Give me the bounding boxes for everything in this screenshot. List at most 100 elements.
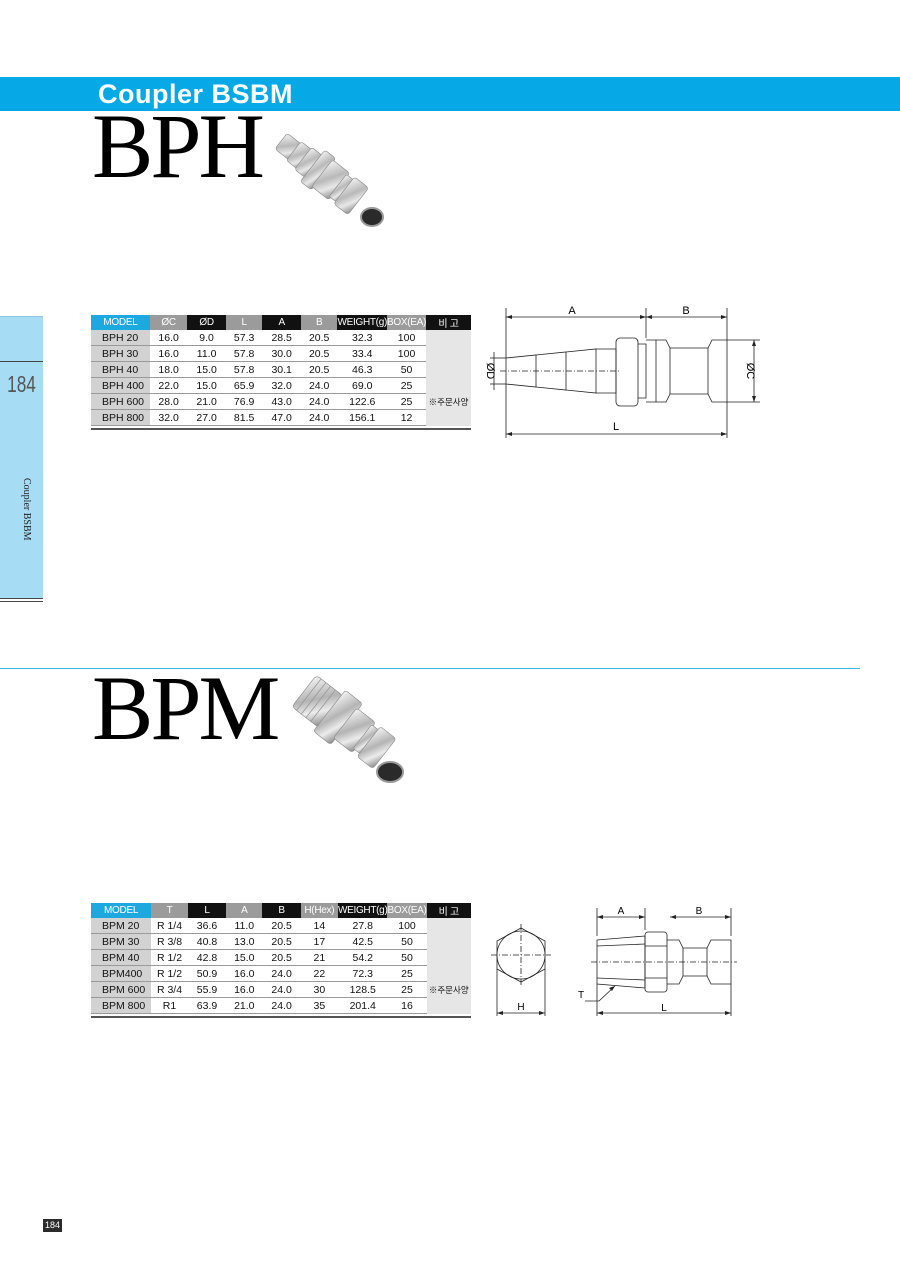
- cell: 22.0: [149, 377, 188, 394]
- col-header: B: [300, 315, 338, 330]
- cell: BPH 20: [91, 330, 150, 346]
- side-page-number: 184: [7, 371, 36, 397]
- cell: 25: [387, 377, 427, 394]
- table-row: BPM 20 R 1/4 36.6 11.0 20.5 14 27.8 100: [91, 918, 471, 966]
- side-tab-rule: [0, 601, 43, 602]
- cell: BPH 600: [91, 393, 150, 410]
- col-header: MODEL: [91, 903, 152, 918]
- drawing-label-b: B: [682, 305, 689, 317]
- cell: 24.0: [300, 393, 338, 410]
- col-header: 비 고: [426, 315, 471, 330]
- cell: 32.0: [262, 377, 301, 394]
- cell: 16: [387, 997, 427, 1014]
- remark-cell-empty: [426, 918, 471, 966]
- section-divider: [0, 668, 860, 669]
- cell: R 1/2: [151, 949, 188, 966]
- col-header: WEIGHT(g): [337, 315, 388, 330]
- drawing-label-a: A: [568, 305, 576, 317]
- col-header: 비 고: [426, 903, 471, 918]
- table-row: BPH 800 32.0 27.0 81.5 47.0 24.0 156.1 1…: [91, 409, 471, 426]
- cell: 9.0: [187, 330, 226, 346]
- cell: 25: [387, 393, 427, 410]
- drawing-label-b: B: [696, 906, 703, 917]
- cell: 54.2: [337, 949, 388, 966]
- header-banner: [0, 77, 900, 111]
- cell: 72.3: [337, 965, 388, 982]
- cell: 16.0: [226, 981, 263, 998]
- cell: R 3/8: [151, 933, 188, 950]
- cell: 32.0: [149, 409, 188, 426]
- cell: 100: [387, 330, 427, 346]
- col-header: BOX(EA): [387, 903, 427, 918]
- cell: BPM 30: [91, 933, 152, 950]
- cell: 20.5: [300, 330, 338, 346]
- cell: 69.0: [337, 377, 388, 394]
- col-header: L: [225, 315, 263, 330]
- cell: 76.9: [225, 393, 263, 410]
- cell: 15.0: [226, 949, 263, 966]
- cell: BPH 30: [91, 345, 150, 362]
- remark-cell: ※주문사양: [426, 377, 471, 426]
- cell: 20.5: [300, 361, 338, 378]
- bpm-hex-view-drawing: H: [491, 924, 551, 1016]
- cell: 24.0: [300, 409, 338, 426]
- table-row: BPM 600 R 3/4 55.9 16.0 24.0 30 128.5 25: [91, 981, 471, 998]
- table-row: BPM400 R 1/2 50.9 16.0 24.0 22 72.3 25 ※…: [91, 965, 471, 1014]
- drawing-label-h: H: [517, 1002, 524, 1013]
- col-header: ØD: [187, 315, 226, 330]
- bpm-title: BPM: [92, 657, 280, 759]
- cell: BPH 40: [91, 361, 150, 378]
- cell: R 1/2: [151, 965, 188, 982]
- cell: 13.0: [226, 933, 263, 950]
- cell: 27.8: [337, 918, 388, 934]
- cell: 25: [387, 981, 427, 998]
- cell: 63.9: [187, 997, 227, 1014]
- side-tab-rule: [0, 361, 43, 362]
- cell: 20.5: [300, 345, 338, 362]
- col-header: H(Hex): [300, 903, 338, 918]
- cell: 57.8: [225, 345, 263, 362]
- col-header: ØC: [149, 315, 188, 330]
- table-row: BPM 30 R 3/8 40.8 13.0 20.5 17 42.5 50: [91, 933, 471, 950]
- cell: 50: [387, 949, 427, 966]
- drawing-label-a: A: [618, 906, 625, 917]
- cell: 100: [387, 345, 427, 362]
- col-header: B: [262, 903, 301, 918]
- cell: 50: [387, 361, 427, 378]
- cell: 40.8: [187, 933, 227, 950]
- cell: 22: [300, 965, 338, 982]
- cell: 50.9: [187, 965, 227, 982]
- drawing-label-l: L: [613, 421, 619, 433]
- cell: 18.0: [149, 361, 188, 378]
- cell: 24.0: [262, 981, 301, 998]
- drawing-label-t: T: [578, 990, 584, 1001]
- cell: 32.3: [337, 330, 388, 346]
- cell: 20.5: [262, 933, 301, 950]
- col-header: L: [187, 903, 227, 918]
- table-bottom-rule: [91, 428, 471, 430]
- table-row: BPH 40 18.0 15.0 57.8 30.1 20.5 46.3 50: [91, 361, 471, 378]
- cell: 24.0: [262, 965, 301, 982]
- cell: 15.0: [187, 361, 226, 378]
- remark-cell: ※주문사양: [426, 965, 471, 1014]
- cell: 30: [300, 981, 338, 998]
- cell: 21: [300, 949, 338, 966]
- cell: 15.0: [187, 377, 226, 394]
- cell: BPH 800: [91, 409, 150, 426]
- cell: 36.6: [187, 918, 227, 934]
- side-tab-rule: [0, 598, 43, 599]
- drawing-label-l: L: [661, 1003, 667, 1014]
- cell: R 3/4: [151, 981, 188, 998]
- bpm-side-view-drawing: A B T L: [578, 906, 737, 1016]
- table-bottom-rule: [91, 1016, 471, 1018]
- cell: 43.0: [262, 393, 301, 410]
- cell: 21.0: [187, 393, 226, 410]
- cell: 81.5: [225, 409, 263, 426]
- table-row: BPH 30 16.0 11.0 57.8 30.0 20.5 33.4 100: [91, 345, 471, 362]
- cell: BPM400: [91, 965, 152, 982]
- table-row: BPH 400 22.0 15.0 65.9 32.0 24.0 69.0 25…: [91, 377, 471, 426]
- cell: 47.0: [262, 409, 301, 426]
- col-header: A: [226, 903, 263, 918]
- cell: 12: [387, 409, 427, 426]
- cell: 16.0: [149, 345, 188, 362]
